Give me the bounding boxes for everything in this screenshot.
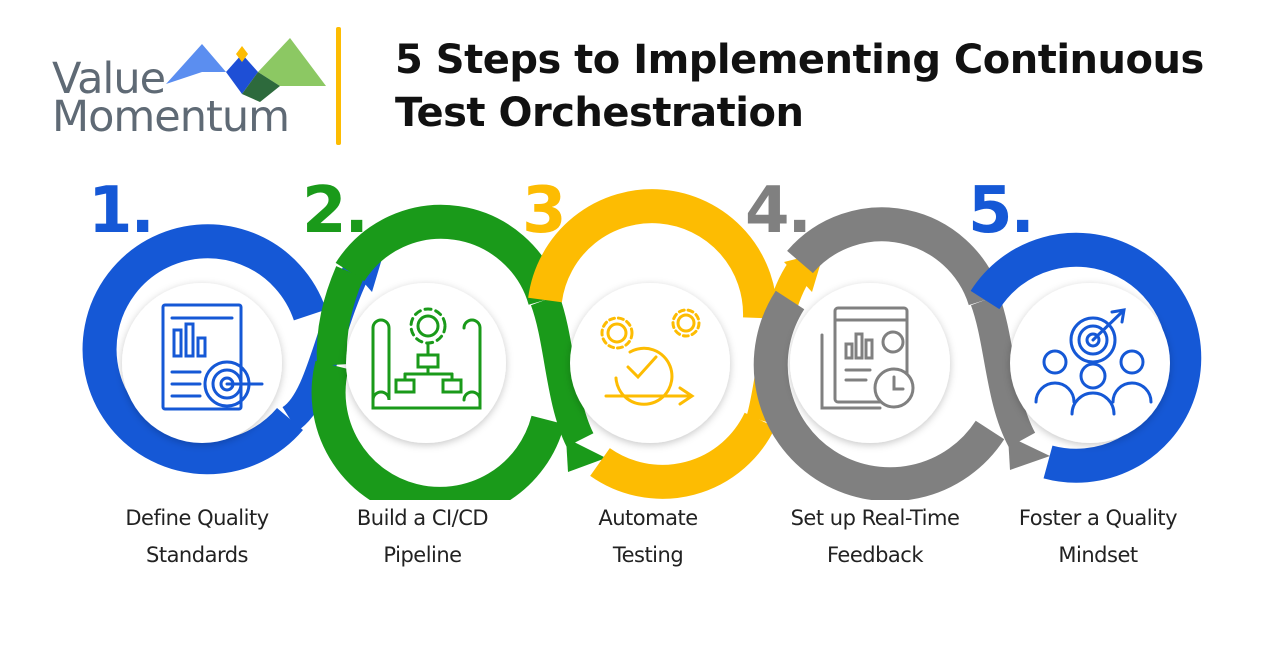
logo-text-momentum: Momentum xyxy=(52,92,290,142)
logo-text-value: Value xyxy=(52,54,166,104)
value-momentum-logo: Value Momentum xyxy=(50,36,326,146)
step-label-2: Build a CI/CD Pipeline xyxy=(356,506,489,567)
step-disc-4 xyxy=(790,283,950,443)
step-disc-2 xyxy=(346,283,506,443)
page-title: 5 Steps to Implementing Continuous Test … xyxy=(395,37,1204,136)
step-number-4: 4. xyxy=(745,174,812,248)
step-number-2: 2. xyxy=(302,174,369,248)
step-number-1: 1. xyxy=(88,174,155,248)
automation-gears-icon xyxy=(600,308,701,406)
team-target-icon xyxy=(1034,308,1153,416)
pipeline-blueprint-icon xyxy=(371,307,482,410)
step-label-5: Foster a Quality Mindset xyxy=(1018,506,1178,567)
step-number-5: 5. xyxy=(968,174,1035,248)
steps-flow xyxy=(82,189,1202,500)
dashboard-clock-icon xyxy=(820,306,915,410)
step-label-3: Automate Testing xyxy=(598,506,698,567)
step-number-3: 3. xyxy=(522,174,589,248)
header-divider xyxy=(336,27,341,145)
step-label-4: Set up Real-Time Feedback xyxy=(790,506,960,567)
step-label-1: Define Quality Standards xyxy=(125,506,269,567)
report-target-icon xyxy=(161,303,264,411)
logo-mark-icon xyxy=(166,38,326,102)
step-disc-1 xyxy=(122,283,282,443)
step-ring-4 xyxy=(753,207,1050,500)
step-ring-5 xyxy=(970,232,1202,483)
step-ring-2 xyxy=(311,204,606,500)
